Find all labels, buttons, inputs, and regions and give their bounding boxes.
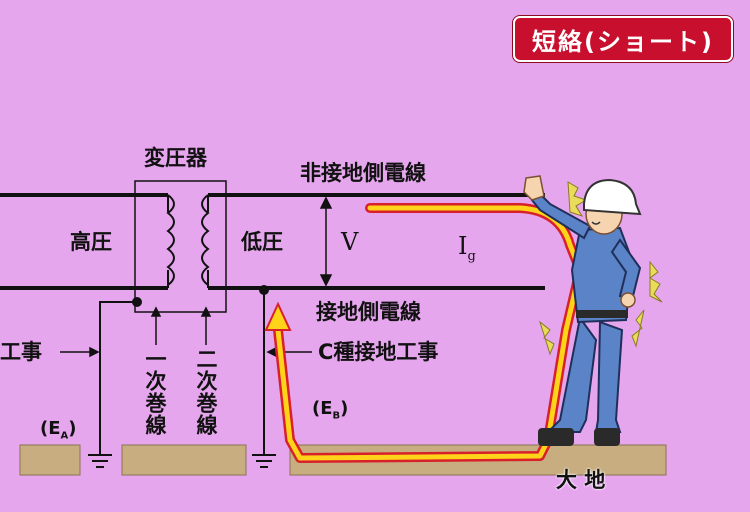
secondary-coil	[201, 194, 210, 286]
ground-wires	[99, 290, 265, 455]
earth-b-subscript: B	[332, 410, 341, 422]
primary-winding-label: 一次巻線	[143, 348, 167, 436]
earth-a-label: (EA)	[40, 420, 77, 442]
ground-symbol-b	[252, 454, 276, 468]
class-a-work-label: 工事	[0, 340, 42, 364]
earth-a-close: )	[68, 418, 77, 439]
ground-label: 大 地	[556, 468, 606, 492]
grounded-wire-label: 接地側電線	[316, 300, 421, 324]
voltage-symbol: V	[341, 228, 359, 256]
fault-current-symbol: Ig	[458, 234, 476, 263]
fault-current-subscript: g	[467, 248, 476, 264]
earth-b-label: (EB)	[312, 400, 348, 422]
title-badge: 短絡(ショート)	[513, 16, 733, 62]
non-grounded-wire-label: 非接地側電線	[300, 161, 426, 185]
worker-figure	[523, 175, 663, 446]
class-c-work-label: C種接地工事	[318, 340, 439, 364]
low-voltage-label: 低圧	[241, 230, 283, 254]
high-voltage-label: 高圧	[70, 230, 112, 254]
earth-b-close: )	[340, 398, 349, 419]
fault-current-arrowhead	[264, 301, 292, 331]
fault-current-path-fill	[275, 205, 583, 461]
earth-b-text: (E	[312, 398, 333, 419]
fault-current-letter: I	[458, 232, 468, 260]
transformer-box	[134, 180, 227, 313]
ground-symbol-a	[88, 454, 112, 468]
earth-a-subscript: A	[60, 430, 69, 442]
primary-coil	[166, 194, 175, 286]
title-text: 短絡(ショート)	[532, 27, 714, 56]
secondary-winding-label: 二次巻線	[194, 348, 218, 436]
transformer-label: 変圧器	[144, 146, 207, 170]
earth-a-text: (E	[40, 418, 61, 439]
